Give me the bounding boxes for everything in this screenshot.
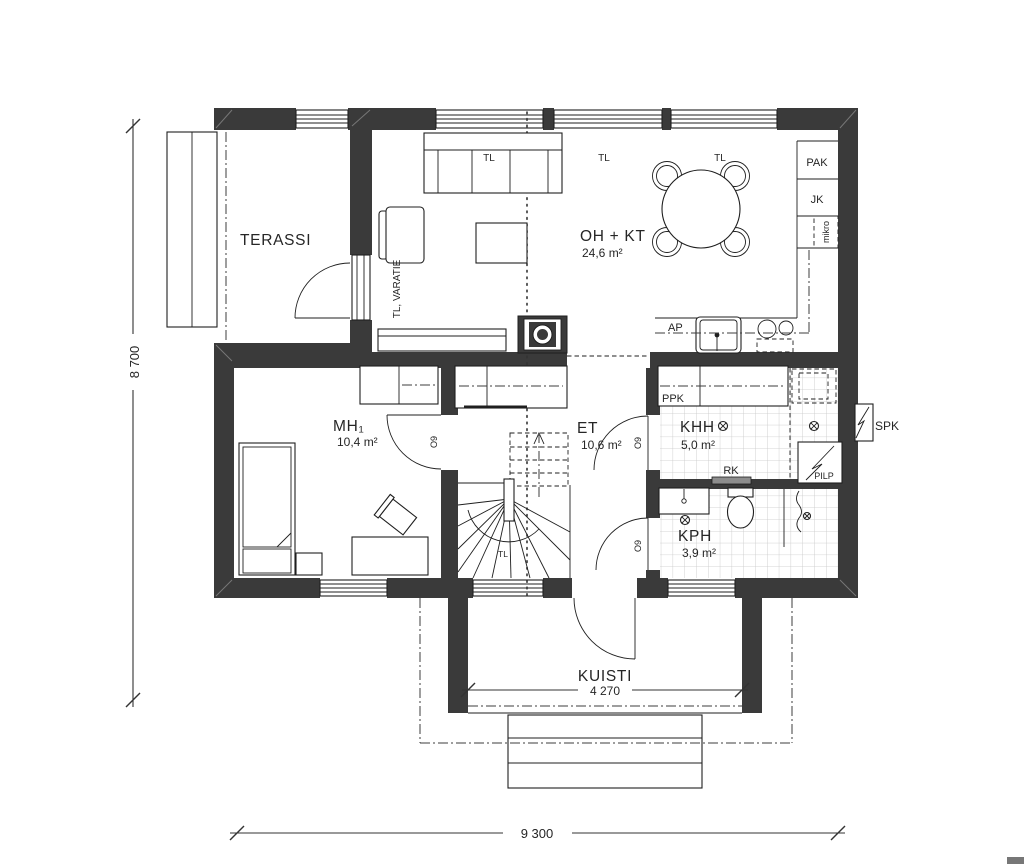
room-label-mh1: MH₁ [333,418,364,435]
rk-label: RK [723,465,739,477]
escape-route-label: TL, VARATIE [392,259,403,318]
room-area-khh: 5,0 m² [681,438,715,452]
total-height-value: 8 700 [127,346,142,379]
staircase: TL [457,431,571,579]
fireplace [517,315,568,354]
microwave-label: mikro [821,221,831,243]
floor-drain-khh-2 [808,420,820,432]
entry-door [573,597,636,660]
shower [783,489,812,547]
terassi-overhang [166,131,218,328]
porch-roof-outline [225,132,793,744]
porch-kuisti: KUISTI 4 270 [460,668,750,789]
room-label-ohkt: OH + KT [580,228,646,245]
stair-mark: TL [498,549,508,559]
desk [351,536,429,576]
window-vent-label-2: TL [598,153,610,164]
wardrobe [359,365,439,405]
dining-table [661,169,741,249]
room-area-kph: 3,9 m² [682,546,716,560]
bed [238,442,296,576]
bathroom-kph: KPH 3,9 m² [658,487,812,560]
electric-panel-rk [711,476,752,485]
kph-door: O9 [595,517,649,571]
bedroom-mh1: MH₁ 10,4 m² [238,365,439,576]
room-label-kph: KPH [678,528,712,545]
stair-newel [503,478,515,522]
dimension-kuisti-width: 4 270 [460,682,750,698]
laundry-appliances [657,365,789,407]
coffee-table [475,222,528,264]
utility-khh: PILP RK PPK KHH 5,0 m² SPK [657,365,899,485]
terassi-window [295,109,349,129]
hall-closet [454,365,568,409]
ppk-label: PPK [662,393,685,405]
et-window [472,579,544,597]
room-area-ohkt: 24,6 m² [582,246,623,260]
windows [295,109,778,597]
spk-label: SPK [875,419,899,433]
window-vent-label-3: TL [714,153,726,164]
kitchen: PAK JK mikro AP [655,140,839,354]
walls [214,108,858,713]
kph-window [667,579,736,597]
room-label-terassi: TERASSI [240,232,311,249]
room-label-et: ET [577,420,598,437]
nightstand [295,552,323,576]
window-vent-label-1: TL [483,153,495,164]
floor-drain-khh-1 [717,420,729,432]
tv-bench [377,328,507,352]
khh-door-code: O9 [633,437,643,449]
heat-pump-pilp: PILP [797,441,843,484]
corner-mark [1007,857,1024,864]
desk-chair [373,493,418,536]
khh-door: O9 [593,415,649,471]
mh1-door-code: O9 [429,436,439,448]
main-electric-spk: SPK [854,403,899,442]
livingroom-window-2 [553,109,663,129]
microwave [813,215,839,249]
living-room: TL TL TL TL, VARATIE OH + KT 24,6 m² [377,111,750,599]
dimension-total-width: 9 300 [229,825,846,841]
kph-door-code: O9 [633,540,643,552]
armchair [378,206,425,264]
floor-drain-kph-1 [679,514,691,526]
dining-set [652,161,750,257]
pantry-label: PAK [806,157,828,169]
terassi-door [294,254,371,321]
room-area-et: 10,6 m² [581,438,622,452]
sofa [423,132,563,194]
dimension-total-height: 8 700 [125,118,142,708]
mh1-window [319,579,388,597]
doors: O9 O9 O9 [294,254,649,660]
entry-steps [507,714,703,789]
kuisti-width-value: 4 270 [590,684,620,698]
dishwasher-label: AP [668,322,683,334]
stove [756,319,794,353]
livingroom-window-3 [670,109,778,129]
toilet [726,487,755,529]
mh1-door: O9 [386,414,442,470]
livingroom-window-1 [435,109,544,129]
room-label-kuisti: KUISTI [578,668,632,685]
room-label-khh: KHH [680,419,715,436]
dashed-cabinet [791,368,837,404]
fridge-label: JK [811,194,825,206]
hall-et: TL ET 10,6 m² [454,365,622,579]
total-width-value: 9 300 [521,826,554,841]
room-area-mh1: 10,4 m² [337,435,378,449]
bathroom-sink [658,487,710,515]
pilp-label: PILP [814,471,834,481]
kitchen-sink [695,316,742,354]
